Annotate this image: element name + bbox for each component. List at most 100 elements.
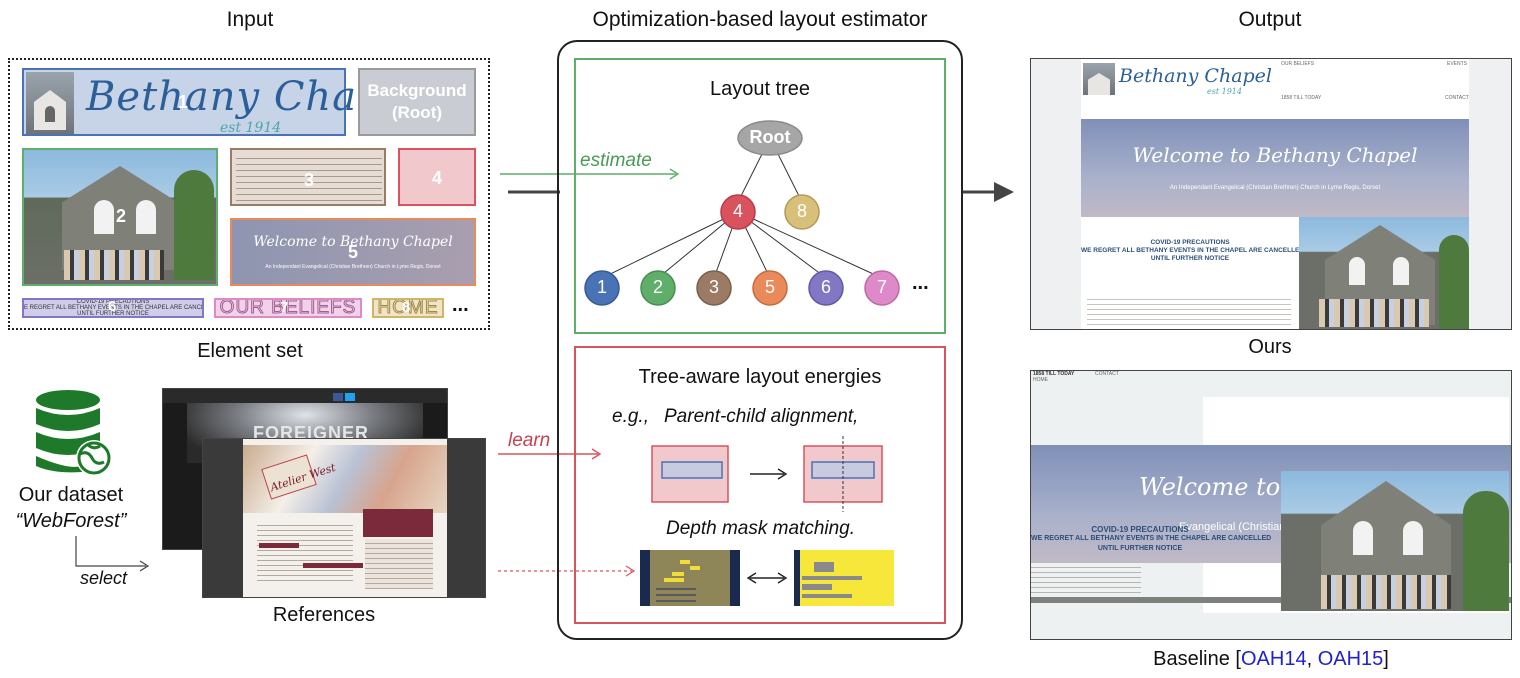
ours-output-screenshot: Bethany Chapel est 1914 OUR BELIEFS EVEN… [1030, 58, 1512, 330]
root-node [737, 120, 803, 156]
baseline-suffix: ] [1383, 648, 1389, 670]
estimator-title: Optimization-based layout estimator [592, 8, 928, 31]
depth-mask-illustration [640, 550, 894, 606]
baseline-nav-history[interactable]: 1858 TILL TODAY [1033, 371, 1075, 377]
layout-energies-box [574, 346, 946, 624]
layout-tree-diagram [584, 120, 900, 306]
citation-separator: , [1306, 648, 1318, 670]
eg-prefix: e.g., [612, 406, 649, 427]
element-1-logo: Bethany Chapel est 1914 1 [22, 68, 421, 136]
element-1-subtext: est 1914 [220, 120, 282, 136]
baseline-chapel-photo [1281, 471, 1509, 611]
baseline-nav-home[interactable]: HOME [1033, 377, 1048, 383]
ours-covid-line1: COVID-19 PRECAUTIONS [1150, 239, 1230, 246]
tree-node-4 [720, 194, 756, 230]
element-7-nav: OUR BELIEFS 7 [214, 298, 362, 318]
ours-welcome-text: Welcome to Bethany Chapel [1132, 143, 1418, 167]
citation-oah14[interactable]: OAH14 [1240, 648, 1307, 670]
element-8-text: HOME [377, 298, 439, 318]
tree-node-1 [584, 270, 620, 306]
reference-screenshot-front: Atelier West [202, 438, 486, 598]
ours-nav-contact[interactable]: CONTACT [1445, 95, 1469, 101]
layout-tree-box [574, 58, 946, 334]
ours-nav-beliefs[interactable]: OUR BELIEFS [1281, 61, 1315, 67]
tree-node-8-label: 8 [796, 201, 807, 221]
element-6-number: 6 [108, 298, 117, 315]
baseline-covid-line2: WE REGRET ALL BETHANY EVENTS IN THE CHAP… [1031, 535, 1272, 542]
element-7-text: OUR BELIEFS [219, 298, 357, 318]
root-node-label: Root [749, 127, 791, 147]
element-4-number: 4 [432, 168, 443, 188]
tree-node-2 [640, 270, 676, 306]
element-4-box: 4 [398, 148, 476, 206]
tree-node-6 [808, 270, 844, 306]
ours-covid-line3: UNTIL FURTHER NOTICE [1150, 255, 1230, 262]
element-set-box [8, 58, 490, 330]
element-3-textblock: 3 [230, 148, 386, 206]
baseline-subtitle: Evangelical (Christian Bre [1179, 521, 1306, 533]
parent-child-label: Parent-child alignment, [664, 406, 859, 427]
learn-label: learn [508, 430, 551, 451]
select-label: select [80, 568, 128, 588]
select-arrow [75, 536, 150, 572]
baseline-covid-line1: COVID-19 PRECAUTIONS [1091, 525, 1189, 534]
energies-title: Tree-aware layout energies [638, 366, 882, 388]
ours-label: Ours [1248, 336, 1292, 358]
baseline-nav-contact[interactable]: CONTACT [1095, 371, 1119, 377]
element-set-label: Element set [197, 340, 303, 362]
element-5-text: Welcome to Bethany Chapel [253, 234, 453, 250]
tree-leaf-3-label: 3 [708, 277, 719, 297]
tree-leaf-1-label: 1 [596, 277, 607, 297]
element-1-number: 1 [178, 92, 189, 112]
ours-logo-thumb [1083, 63, 1115, 95]
element-6-line2: E REGRET ALL BETHANY EVENTS IN THE CHAPE… [24, 305, 204, 311]
tree-leaf-2-label: 2 [652, 277, 663, 297]
ours-nav-history[interactable]: 1858 TILL TODAY [1281, 95, 1322, 101]
output-title: Output [1238, 8, 1302, 31]
baseline-output-screenshot: 1858 TILL TODAY CONTACT HOME Welcome to … [1030, 370, 1512, 640]
tree-leaf-7-label: 7 [876, 277, 887, 297]
tree-node-7 [864, 270, 900, 306]
element-5-number: 5 [348, 242, 359, 262]
element-5-subtitle: An Independant Evangelical (Christian Br… [265, 264, 441, 270]
element-6-covid: COVID-19 PRECAUTIONS E REGRET ALL BETHAN… [22, 298, 204, 318]
element-6-line1: COVID-19 PRECAUTIONS [76, 299, 150, 305]
baseline-covid-line3: UNTIL FURTHER NOTICE [1097, 545, 1183, 552]
database-icon [36, 390, 112, 476]
dataset-label-line2: “WebForest” [15, 510, 127, 532]
layout-tree-title: Layout tree [709, 78, 811, 100]
depth-mask-label: Depth mask matching. [666, 518, 856, 539]
ours-banner: Welcome to Bethany Chapel An Independant… [1081, 119, 1469, 217]
ours-nav-events[interactable]: EVENTS [1447, 61, 1468, 67]
element-8-nav: HOME 8 [372, 298, 444, 318]
alignment-illustration [651, 436, 883, 512]
background-root-label: Background (Root) [367, 81, 467, 122]
input-title: Input [226, 8, 274, 31]
element-2-number: 2 [116, 206, 127, 226]
element-7-number: 7 [280, 299, 289, 316]
ours-subtitle: An Independant Evangelical (Christian Br… [1169, 185, 1381, 191]
element-2-photo: 2 [22, 148, 218, 286]
element-6-line3: UNTIL FURTHER NOTICE [77, 311, 149, 317]
citation-oah15[interactable]: OAH15 [1317, 648, 1384, 670]
references-label: References [272, 604, 376, 626]
tree-node-8 [784, 194, 820, 230]
estimator-panel [557, 40, 963, 640]
tree-leaf-5-label: 5 [764, 277, 775, 297]
tree-node-3 [696, 270, 732, 306]
flow-arrows [498, 168, 1014, 577]
element-8-number: 8 [402, 299, 411, 316]
baseline-prefix: Baseline [ [1153, 648, 1241, 670]
tree-node-5 [752, 270, 788, 306]
dataset-label-line1: Our dataset [18, 484, 124, 506]
element-set-ellipsis: ... [452, 294, 469, 316]
tree-node-4-label: 4 [732, 201, 743, 221]
tree-ellipsis: ... [912, 272, 929, 294]
estimate-label: estimate [580, 150, 652, 171]
ours-chapel-photo [1299, 217, 1469, 329]
ours-logo-text: Bethany Chapel [1119, 65, 1273, 87]
baseline-label: Baseline [OAH14, OAH15] [1140, 648, 1402, 671]
chapel-thumbnail-small [26, 72, 74, 134]
ours-logo-sub: est 1914 [1207, 87, 1242, 96]
background-root-element: Background (Root) [358, 68, 476, 136]
